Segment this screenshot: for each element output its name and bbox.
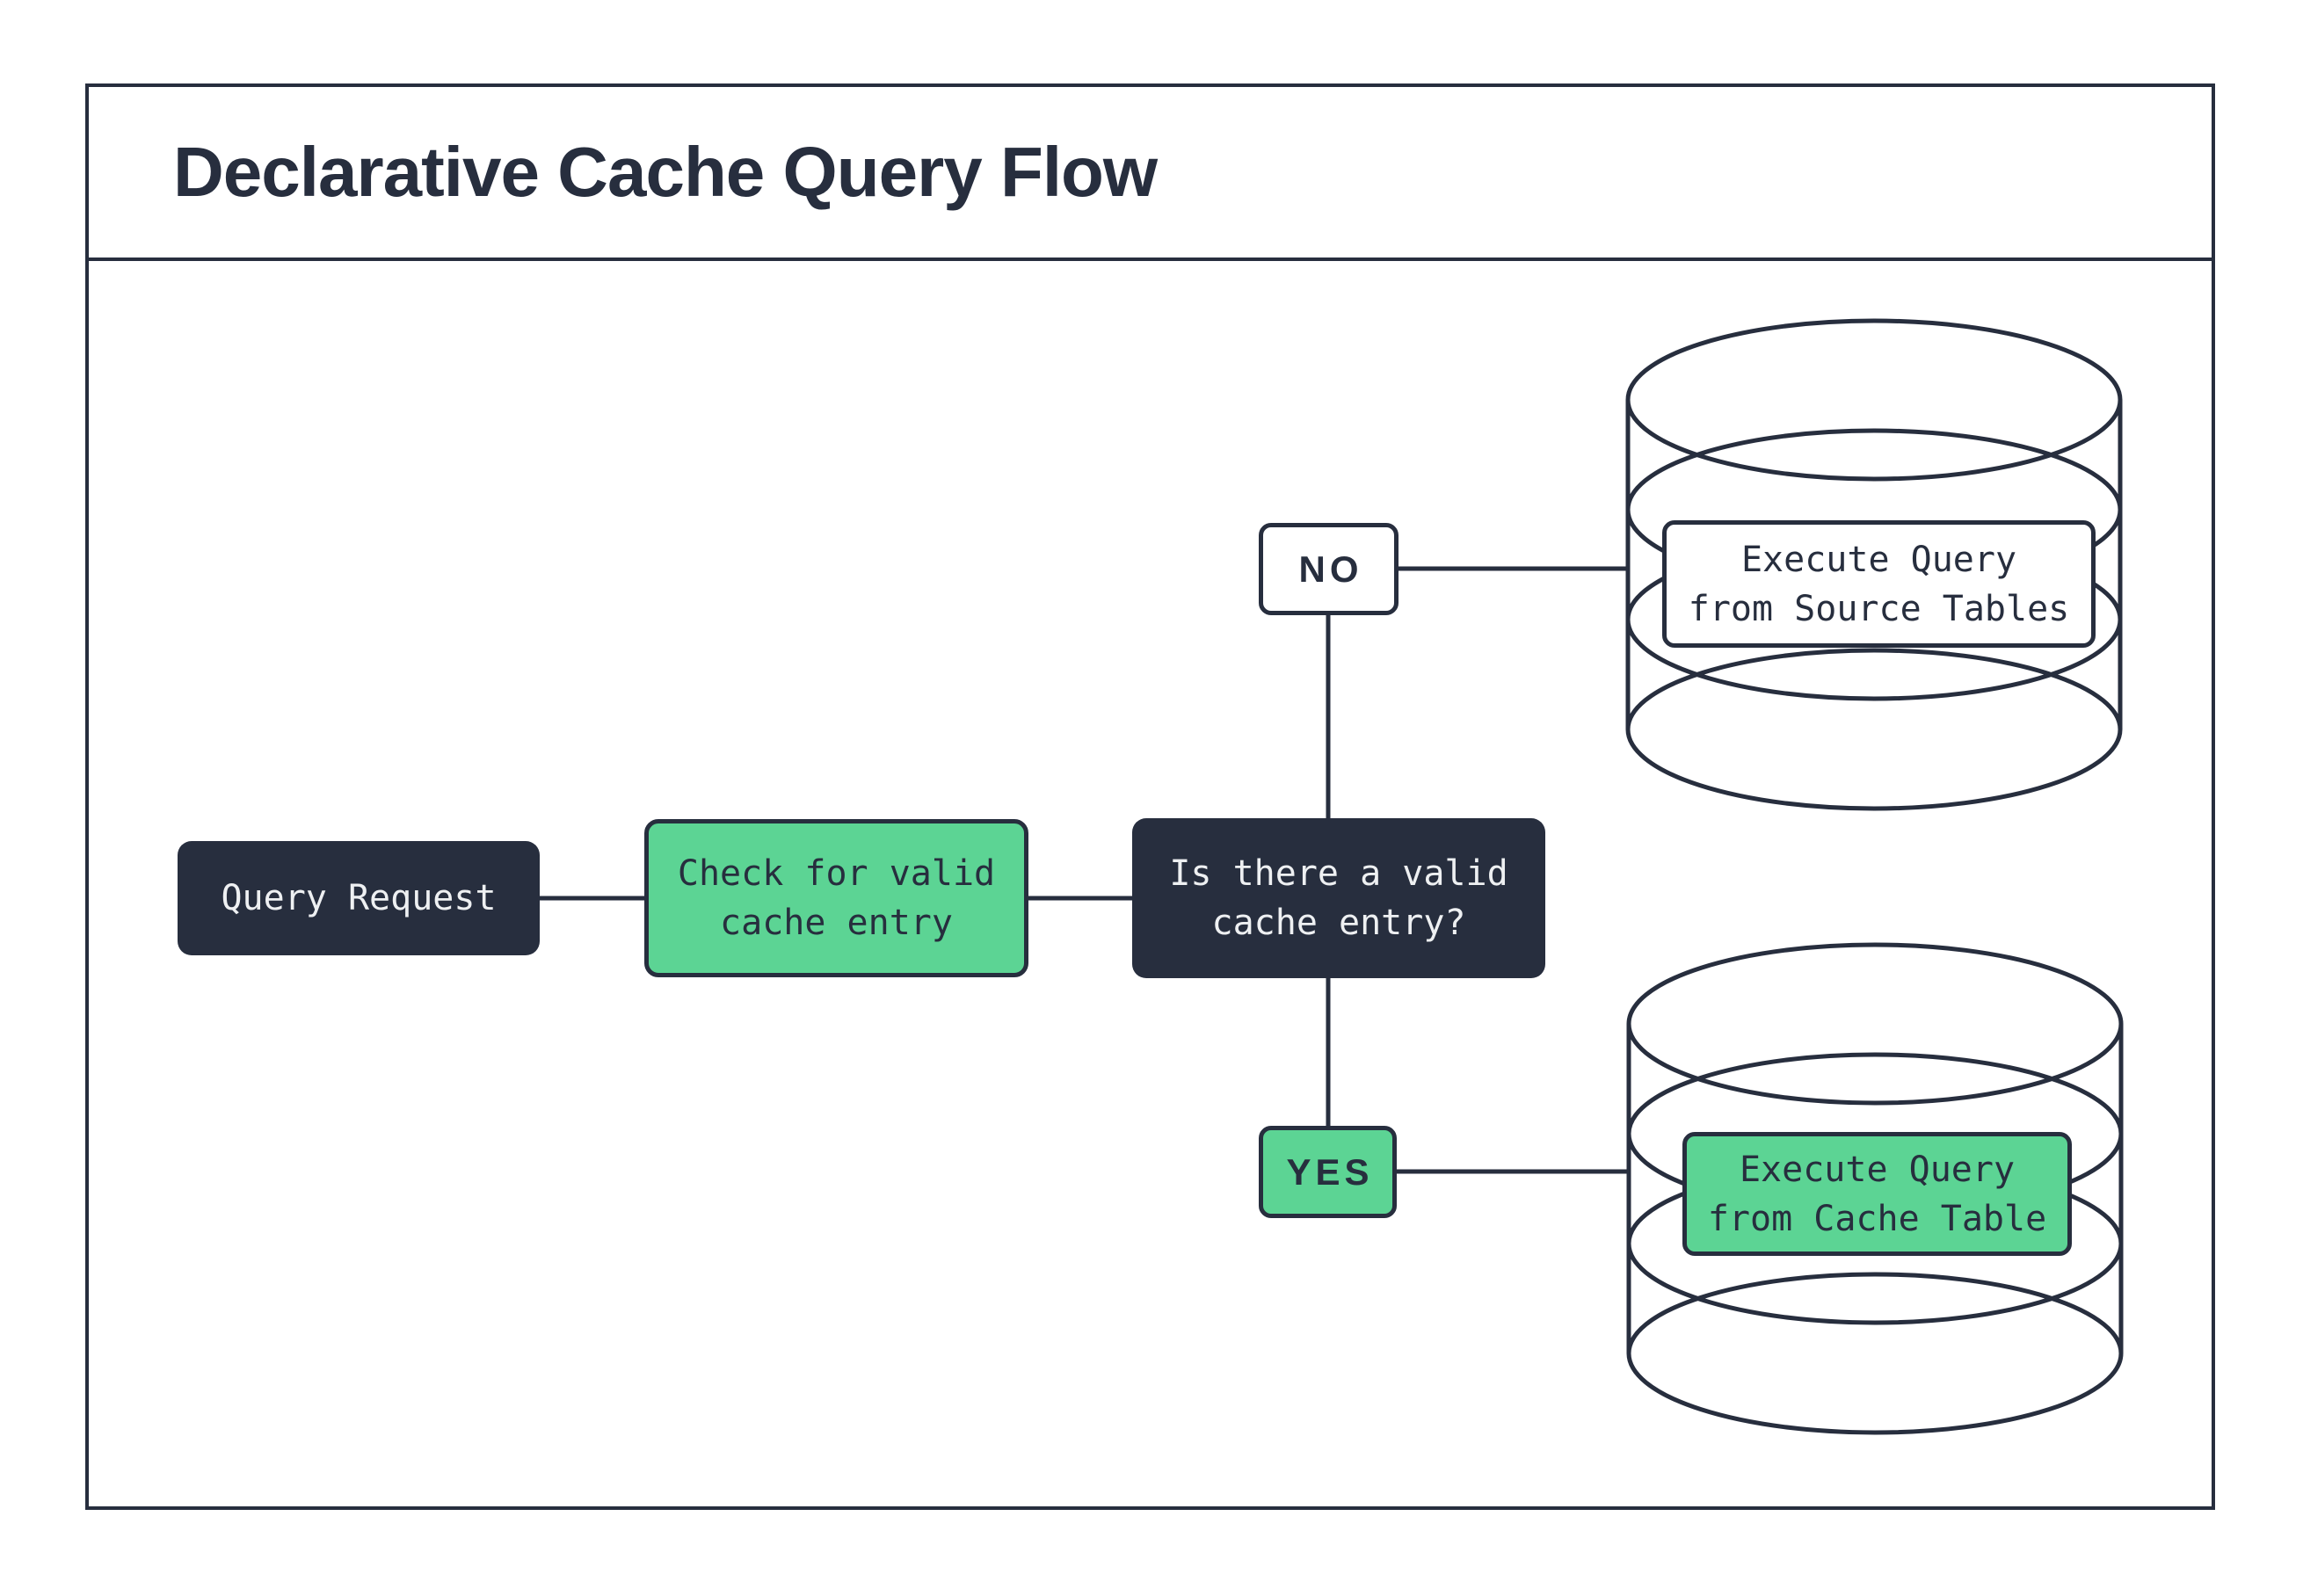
- branch-label-no: NO: [1259, 523, 1399, 615]
- node-execute-source-tables: Execute Query from Source Tables: [1662, 520, 2096, 648]
- page-title: Declarative Cache Query Flow: [173, 133, 1158, 211]
- branch-no-text: NO: [1298, 548, 1363, 590]
- header: Declarative Cache Query Flow: [89, 87, 2212, 261]
- node-check-cache-label: Check for valid cache entry: [677, 853, 996, 943]
- node-query-request: Query Request: [178, 841, 540, 955]
- node-execute-source-label: Execute Query from Source Tables: [1688, 539, 2070, 629]
- branch-yes-text: YES: [1286, 1150, 1374, 1193]
- node-query-request-label: Query Request: [221, 878, 497, 918]
- node-check-cache: Check for valid cache entry: [644, 819, 1028, 977]
- node-decision-label: Is there a valid cache entry?: [1169, 853, 1508, 943]
- node-execute-cache-label: Execute Query from Cache Table: [1707, 1149, 2047, 1239]
- node-decision-valid-cache: Is there a valid cache entry?: [1132, 818, 1545, 978]
- node-execute-cache-table: Execute Query from Cache Table: [1682, 1132, 2072, 1256]
- branch-label-yes: YES: [1259, 1126, 1397, 1218]
